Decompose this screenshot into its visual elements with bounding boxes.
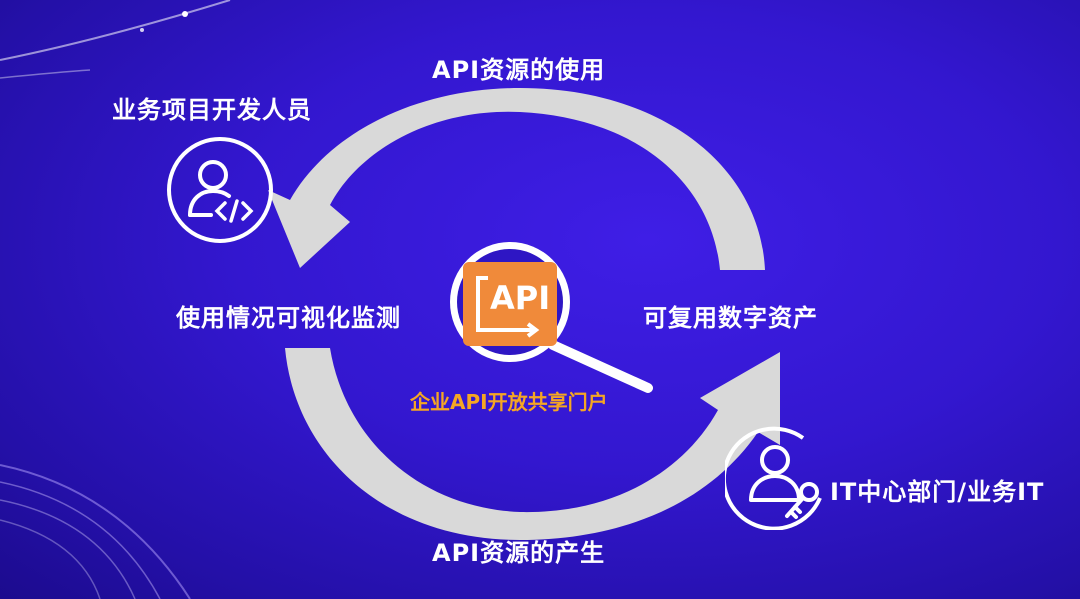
user-key-icon	[725, 426, 822, 530]
user-code-icon	[167, 137, 273, 243]
api-logo-text: API	[490, 279, 551, 317]
label-it-department: IT中心部门/业务IT	[830, 478, 1045, 506]
label-portal: 企业API开放共享门户	[410, 390, 608, 414]
label-api-usage: API资源的使用	[432, 56, 606, 84]
label-digital-assets: 可复用数字资产	[643, 304, 818, 332]
top-arrow	[268, 88, 765, 270]
label-api-production: API资源的产生	[432, 539, 606, 567]
label-monitoring: 使用情况可视化监测	[176, 304, 401, 332]
magnifier-api-icon	[450, 242, 653, 393]
label-developer: 业务项目开发人员	[112, 96, 312, 124]
bottom-arrow	[285, 348, 780, 540]
